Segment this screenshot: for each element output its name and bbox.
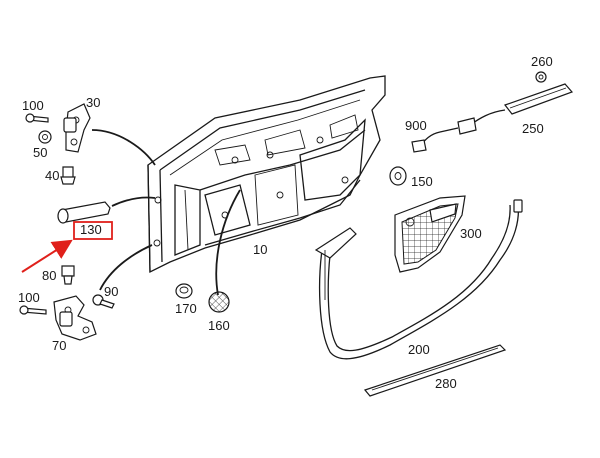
label-150: 150 <box>411 174 433 189</box>
leader-upper-hinge <box>91 129 156 166</box>
door-seal-200[interactable] <box>314 199 523 360</box>
speaker-panel-300[interactable] <box>394 195 466 273</box>
label-10: 10 <box>253 242 267 257</box>
leader-check-strap <box>111 196 156 207</box>
hinge-nut-50[interactable] <box>38 130 52 144</box>
label-260: 260 <box>531 54 553 69</box>
label-70: 70 <box>52 338 66 353</box>
label-90: 90 <box>104 284 118 299</box>
plug-160[interactable] <box>208 291 230 313</box>
label-170: 170 <box>175 301 197 316</box>
lower-hinge[interactable] <box>53 295 97 341</box>
door-check-strap[interactable] <box>57 201 111 224</box>
label-100-lower: 100 <box>18 290 40 305</box>
hinge-bolt-upper[interactable] <box>25 113 49 123</box>
label-130: 130 <box>80 222 102 237</box>
label-250: 250 <box>522 121 544 136</box>
label-50: 50 <box>33 145 47 160</box>
label-160: 160 <box>208 318 230 333</box>
label-40: 40 <box>45 168 59 183</box>
highlight-box <box>73 221 113 240</box>
label-200: 200 <box>408 342 430 357</box>
label-30: 30 <box>86 95 100 110</box>
leader-plug-160 <box>215 189 241 296</box>
plug-170[interactable] <box>175 283 193 299</box>
hinge-pin-80[interactable] <box>61 265 75 285</box>
label-280: 280 <box>435 376 457 391</box>
label-300: 300 <box>460 226 482 241</box>
hinge-pin-40[interactable] <box>60 166 76 185</box>
cable-900[interactable] <box>411 117 477 153</box>
cap-260[interactable] <box>535 71 547 83</box>
label-100-upper: 100 <box>22 98 44 113</box>
hinge-bolt-90[interactable] <box>92 294 115 309</box>
upper-hinge[interactable] <box>63 103 91 153</box>
actuator-250[interactable] <box>469 83 574 126</box>
label-80: 80 <box>42 268 56 283</box>
sill-strip-280[interactable] <box>363 344 507 397</box>
hinge-bolt-lower[interactable] <box>19 305 47 315</box>
grommet-150[interactable] <box>389 166 407 186</box>
door-shell[interactable] <box>147 75 386 274</box>
label-900: 900 <box>405 118 427 133</box>
leader-lower-hinge <box>99 244 153 291</box>
highlight-arrow <box>21 239 73 273</box>
